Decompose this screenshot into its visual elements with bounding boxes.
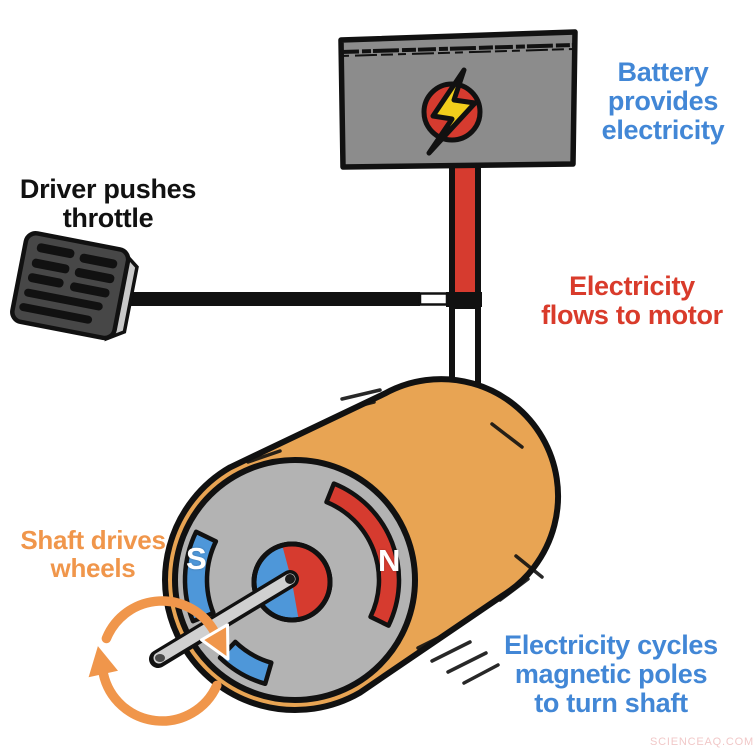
rotation-arc-top: [101, 596, 220, 644]
throttle-wire-gap: [418, 292, 449, 306]
pedal-grip-bar: [69, 282, 110, 298]
battery-stripe: [340, 43, 575, 54]
rotor-outline: [251, 541, 333, 623]
motor-illustration: [149, 376, 561, 714]
battery-wire-red: [449, 153, 481, 299]
pedal-grip-bar: [36, 243, 75, 259]
pedal-grip-bar: [31, 258, 70, 274]
motor-texture: [246, 388, 544, 685]
battery-label: Battery provides electricity: [601, 57, 725, 145]
shaft-tip: [155, 654, 165, 662]
shaft-drives-label: Shaft drives wheels: [20, 525, 166, 583]
throttle-pedal: [10, 231, 139, 342]
magnetic-cycles-label: Electricity cycles magnetic poles to tur…: [504, 630, 718, 718]
rotor-red-sector: [282, 543, 331, 620]
pedal-grip-bar: [74, 268, 115, 284]
pedal-grip-bar: [27, 273, 64, 288]
rotation-arrowhead-right: [200, 623, 230, 661]
lightning-bolt-icon: [426, 67, 478, 156]
battery-stripe-2: [340, 48, 575, 57]
pole-north-label: N: [378, 543, 401, 578]
wires: [120, 153, 482, 387]
battery-illustration: [338, 29, 578, 170]
electricity-flow-label: Electricity flows to motor: [541, 271, 723, 330]
rotation-arrow-icon: [88, 596, 230, 726]
driver-throttle-label: Driver pushes throttle: [19, 174, 197, 233]
drive-shaft: [149, 570, 299, 668]
rotation-arrowhead-left: [88, 646, 118, 678]
shaft-fill: [153, 573, 296, 664]
pedal-body: [10, 231, 131, 341]
shaft-hub: [285, 574, 295, 584]
magnet-red-arc: [324, 481, 402, 628]
magnet-blue-arc-upper: [182, 529, 219, 624]
rotation-arc-bottom: [98, 668, 222, 726]
throttle-wire: [120, 292, 420, 306]
pole-south-label: S: [186, 541, 207, 576]
motor-wire-white: [449, 303, 481, 387]
pedal-grip-bar: [19, 303, 93, 324]
wire-junction: [446, 292, 482, 307]
pedal-grip-bar: [79, 253, 118, 269]
watermark: SCIENCEAQ.COM: [650, 736, 754, 748]
pedal-grip-bar: [24, 288, 103, 311]
